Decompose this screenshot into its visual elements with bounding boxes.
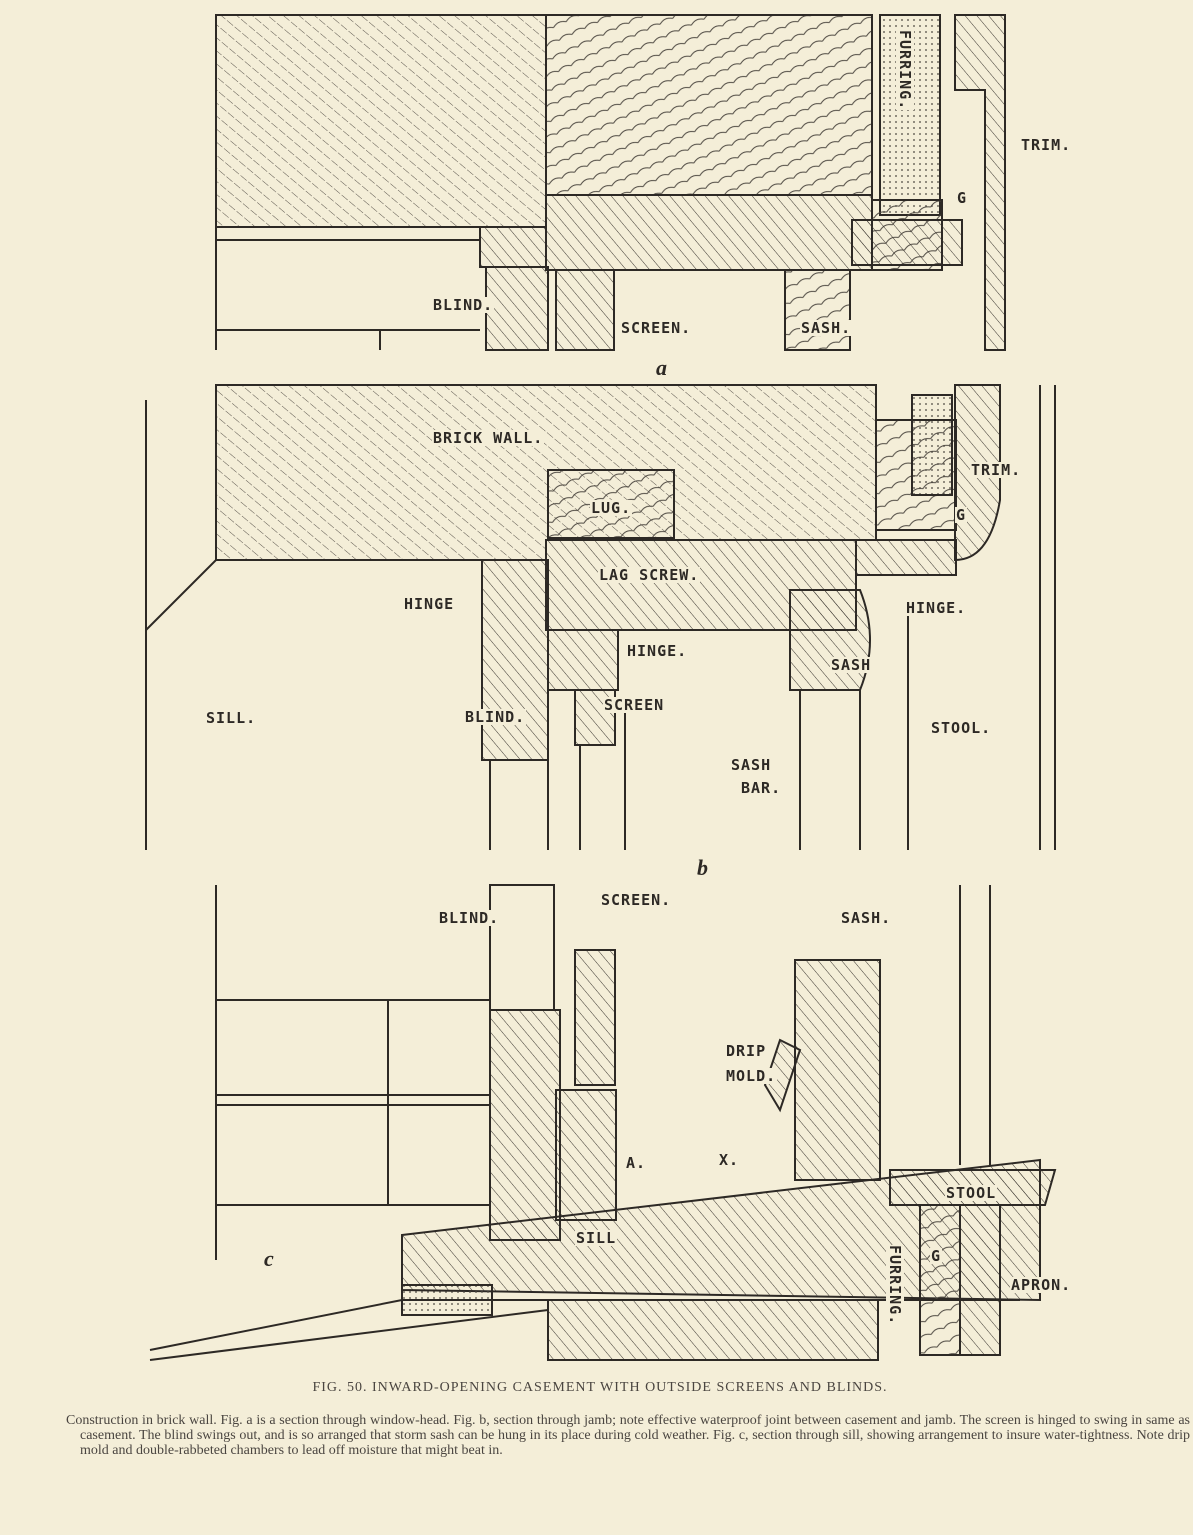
label-sill-b: SILL. xyxy=(205,709,258,727)
label-x: X. xyxy=(718,1151,741,1169)
label-lag-screw: LAG SCREW. xyxy=(598,566,701,584)
caption-body: Construction in brick wall. Fig. a is a … xyxy=(66,1413,1190,1458)
label-trim-b: TRIM. xyxy=(970,461,1023,479)
figure-a-head-section xyxy=(215,14,1006,351)
label-sash-bar-1: SASH xyxy=(730,756,773,774)
label-sill-c: SILL xyxy=(575,1229,618,1247)
label-screen-c: SCREEN. xyxy=(600,891,673,909)
label-furring-a: FURRING. xyxy=(896,30,914,111)
label-sash-c: SASH. xyxy=(840,909,893,927)
figure-letter-b: b xyxy=(697,855,708,880)
label-lug: LUG. xyxy=(590,499,633,517)
label-blind-a: BLIND. xyxy=(432,296,495,314)
label-stool-b: STOOL. xyxy=(930,719,993,737)
figure-letter-c: c xyxy=(264,1246,274,1271)
figure-c-sill-section xyxy=(149,884,1057,1361)
label-stool-c: STOOL xyxy=(945,1184,998,1202)
label-mold: MOLD. xyxy=(725,1067,778,1085)
label-a-c: A. xyxy=(625,1154,648,1172)
label-blind-c: BLIND. xyxy=(438,909,501,927)
label-trim-a: TRIM. xyxy=(1020,136,1073,154)
label-brick-wall: BRICK WALL. xyxy=(432,429,545,447)
caption-title: FIG. 50. INWARD-OPENING CASEMENT WITH OU… xyxy=(312,1380,888,1395)
label-blind-b: BLIND. xyxy=(464,708,527,726)
label-hinge-mid: HINGE. xyxy=(626,642,689,660)
label-apron: APRON. xyxy=(1010,1276,1073,1294)
label-screen-a: SCREEN. xyxy=(620,319,693,337)
figure-letter-a: a xyxy=(656,355,667,380)
label-furring-c: FURRING. xyxy=(886,1245,904,1326)
label-g-b: G xyxy=(955,506,968,524)
label-sash-a: SASH. xyxy=(800,319,853,337)
label-sash-bar-2: BAR. xyxy=(740,779,783,797)
label-screen-b: SCREEN xyxy=(603,696,666,714)
label-hinge-right: HINGE. xyxy=(905,599,968,617)
label-hinge-left: HINGE xyxy=(403,595,456,613)
figure-b-jamb-section xyxy=(145,384,1056,850)
label-g-c: G xyxy=(930,1247,943,1265)
label-drip: DRIP xyxy=(725,1042,768,1060)
label-g-a: G xyxy=(956,189,969,207)
label-sash-b: SASH xyxy=(830,656,873,674)
